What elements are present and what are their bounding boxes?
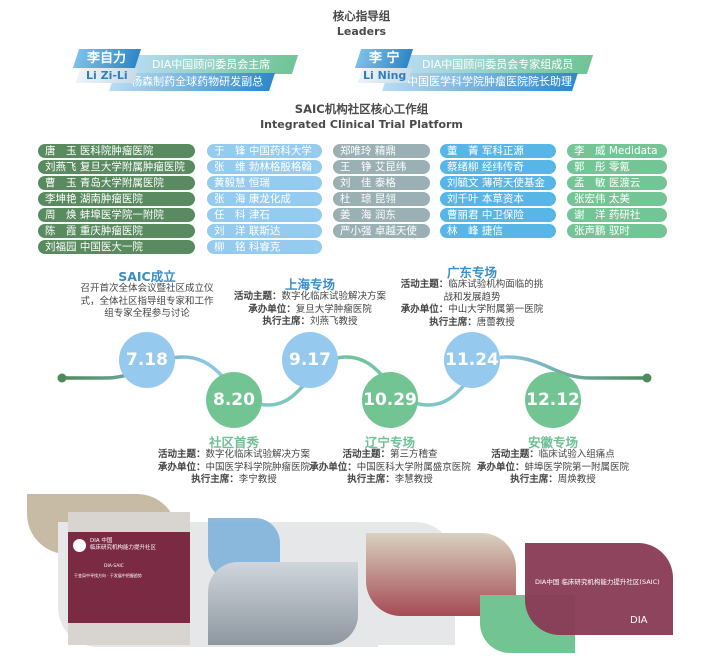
event-label: 活动主题： — [491, 449, 539, 460]
timeline-start-dot — [57, 373, 67, 383]
member-pill: 于 锋 中国药科大学 — [207, 144, 322, 158]
event-theme: 临床试验入组痛点 — [538, 449, 615, 460]
member-pill: 任 科 津石 — [207, 208, 322, 222]
event-details: 活动主题：临床试验入组痛点承办单位：蚌埠医学院第一附属医院执行主席：周焕教授 — [453, 449, 653, 487]
photo-saic-banner: DIA中国 临床研究机构能力提升社区(SAIC) DIA — [525, 543, 673, 635]
core-group-subtitle: Integrated Clinical Trial Platform — [260, 118, 463, 131]
leaders-title: 核心指导组 — [332, 9, 391, 23]
member-pill: 周 焕 蚌埠医学院一附院 — [38, 208, 195, 222]
event-details: 活动主题：第三方稽查承办单位：中国医科大学附属盛京医院执行主席：李慧教授 — [290, 449, 490, 487]
event-title: 上海专场 — [284, 277, 335, 292]
member-pill: 曹 玉 青岛大学附属医院 — [38, 176, 195, 190]
event-label: 执行主席： — [429, 316, 477, 328]
member-pill: 林 峰 捷信 — [440, 224, 556, 238]
member-pill: 谢 洋 药研社 — [567, 208, 667, 222]
member-pill: 柳 铭 科睿克 — [207, 240, 322, 254]
member-pill: 刘毓文 薄荷天使基金 — [440, 176, 556, 190]
event-theme: 第三方稽查 — [390, 449, 438, 460]
event-host: 蚌埠医学院第一附属医院 — [524, 461, 630, 473]
event-host: 中国医学科学院肿瘤医院 — [205, 461, 311, 473]
member-pill: 陈 霞 重庆肿瘤医院 — [38, 224, 195, 238]
event-date-circle: 9.17 — [282, 332, 338, 388]
event-label: 承办单位： — [157, 461, 206, 473]
slide-title: DIA 中国 临床研究机构能力提升社区 — [90, 538, 157, 551]
member-pill: 刘福园 中国医大一院 — [38, 240, 195, 254]
member-pill: 刘 佳 泰格 — [333, 176, 430, 190]
event-title: 广东专场 — [446, 265, 497, 280]
member-pill: 孟 敏 医渡云 — [567, 176, 667, 190]
event-title: 社区首秀 — [208, 435, 259, 450]
event-label: 活动主题： — [342, 449, 390, 460]
event-desc: 召开首次全体会议暨社区成立仪 式，全体社区指导组专家和工作 组专家全程参与讨论 — [80, 283, 214, 319]
event-label: 执行主席： — [510, 474, 558, 485]
timeline-end-dot — [642, 373, 652, 383]
member-pill: 董 菁 军科正源 — [440, 144, 556, 158]
event-date-circle: 10.29 — [362, 372, 418, 428]
leaders-subtitle: Leaders — [336, 25, 387, 38]
event-theme: 数字化临床试验解决方案 — [281, 291, 387, 302]
event-theme: 临床试验机构面临的挑 战和发展趋势 — [443, 279, 544, 303]
event-details: 活动主题：数字化临床试验解决方案承办单位：复旦大学肿瘤医院执行主席：刘燕飞教授 — [210, 291, 410, 329]
event-host: 中山大学附属第一医院 — [448, 304, 544, 315]
event-details: 活动主题：数字化临床试验解决方案承办单位：中国医学科学院肿瘤医院执行主席：李宁教… — [134, 449, 334, 487]
event-date-circle: 12.12 — [525, 372, 581, 428]
event-label: 承办单位： — [309, 461, 357, 473]
event-chair: 周焕教授 — [557, 474, 596, 485]
event-chair: 刘燕飞教授 — [310, 316, 358, 327]
member-pill: 郑唯玲 精鼎 — [333, 144, 430, 158]
event-date-circle: 11.24 — [444, 332, 500, 388]
event-host: 中国医科大学附属盛京医院 — [356, 461, 471, 473]
event-label: 活动主题： — [400, 279, 449, 290]
member-pill: 刘千叶 本草资本 — [440, 192, 556, 206]
event-label: 执行主席： — [191, 474, 239, 485]
member-pill: 曹丽君 中卫保险 — [440, 208, 556, 222]
event-details: 活动主题：临床试验机构面临的挑 战和发展趋势承办单位：中山大学附属第一医院执行主… — [372, 279, 572, 329]
member-pill: 李坤艳 湖南肿瘤医院 — [38, 192, 195, 206]
photo-online-meeting: DIA 中国 临床研究机构能力提升社区 DIA·SAIC 于变局中寻找方向 · … — [68, 512, 190, 645]
event-theme: 数字化临床试验解决方案 — [205, 449, 311, 460]
event-host: 复旦大学肿瘤医院 — [295, 303, 372, 315]
timeline-line — [62, 355, 647, 407]
event-label: 活动主题： — [233, 291, 282, 302]
member-pill: 张宏伟 太美 — [567, 192, 667, 206]
member-pill: 黄毅慧 恒瑞 — [207, 176, 322, 190]
core-group-title: SAIC机构社区核心工作组 — [294, 102, 429, 116]
event-label: 承办单位： — [400, 304, 449, 315]
event-label: 承办单位： — [476, 461, 525, 473]
member-pill: 蔡绪柳 经纬传奇 — [440, 160, 556, 174]
member-pill: 刘 洋 联斯达 — [207, 224, 322, 238]
member-pill: 刘燕飞 复旦大学附属肿瘤医院 — [38, 160, 195, 174]
member-pill: 张声鹏 驭时 — [567, 224, 667, 238]
member-pill: 姜 海 润东 — [333, 208, 430, 222]
event-title: 安徽专场 — [527, 435, 578, 450]
event-title: SAIC成立 — [118, 269, 176, 284]
member-pill: 杜 琼 昆翎 — [333, 192, 430, 206]
banner-text: DIA中国 临床研究机构能力提升社区(SAIC) — [535, 578, 660, 586]
event-title: 辽宁专场 — [364, 435, 415, 450]
event-label: 执行主席： — [347, 474, 395, 485]
timeline-wave — [57, 355, 652, 407]
event-date-circle: 7.18 — [119, 332, 175, 388]
event-details: 召开首次全体会议暨社区成立仪 式，全体社区指导组专家和工作 组专家全程参与讨论 — [47, 283, 247, 321]
event-chair: 李宁教授 — [238, 474, 277, 485]
member-pill: 唐 玉 医科院肿瘤医院 — [38, 144, 195, 158]
member-pill: 张 海 康龙化成 — [207, 192, 322, 206]
member-pill: 李 威 Medidata — [567, 144, 667, 158]
event-chair: 唐蕾教授 — [476, 316, 515, 328]
member-pill: 严小强 卓越天使 — [333, 224, 430, 238]
slide-subtitle: DIA·SAIC — [104, 564, 124, 569]
member-pill: 王 铮 艾昆纬 — [333, 160, 430, 174]
saic-logo-icon — [73, 539, 86, 552]
member-pill: 郭 彤 零氪 — [567, 160, 667, 174]
event-chair: 李慧教授 — [394, 474, 433, 485]
event-label: 承办单位： — [248, 303, 296, 315]
photo-meeting-room — [208, 562, 358, 645]
member-pill: 张 维 勃林格殷格翰 — [207, 160, 322, 174]
event-label: 执行主席： — [262, 316, 310, 327]
event-label: 活动主题： — [157, 449, 206, 460]
event-date-circle: 8.20 — [206, 372, 262, 428]
dia-logo: DIA — [630, 615, 648, 626]
slide-line: 于变局中寻找方向 · 于发展中把握趋势 — [74, 573, 142, 578]
